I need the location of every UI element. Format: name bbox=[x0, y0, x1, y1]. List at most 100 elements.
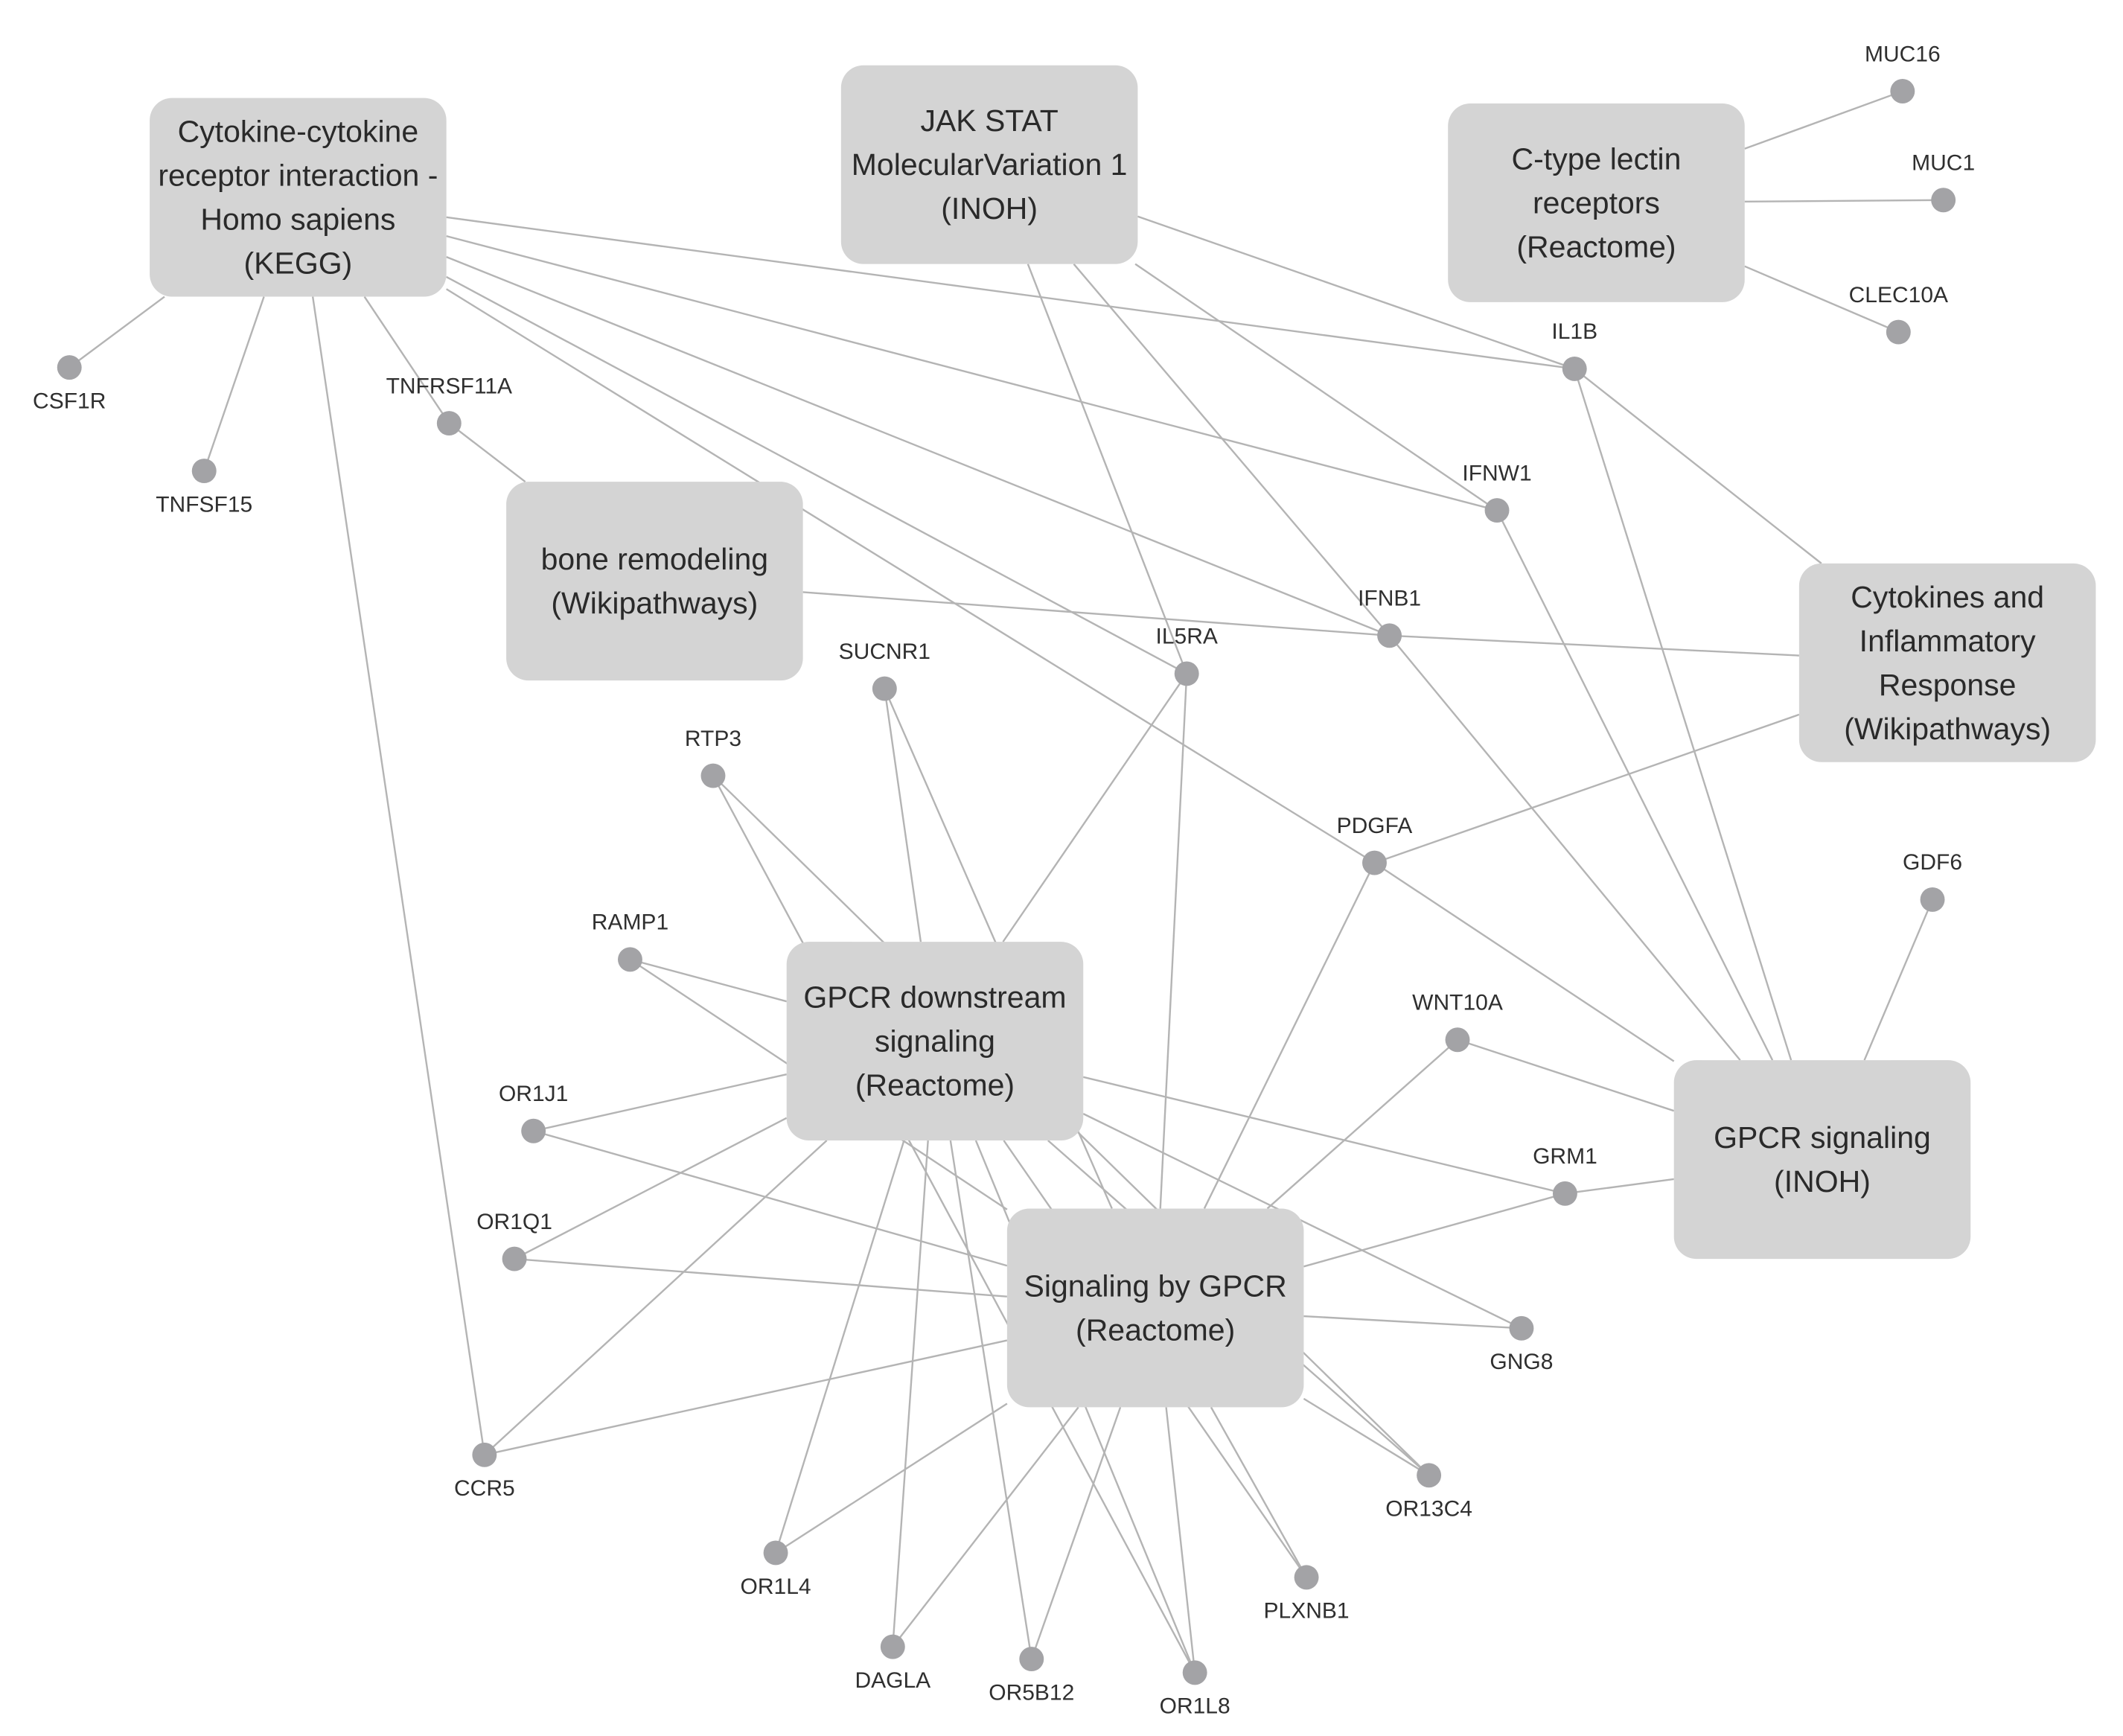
edge-ifnb1-gpcrinoh bbox=[1388, 635, 1741, 1061]
gene-dot bbox=[872, 676, 897, 701]
edge-dagla-gpcrdown bbox=[892, 1140, 929, 1647]
pathway-label-line: GPCR signaling bbox=[1714, 1120, 1931, 1155]
gene-node-il1b[interactable]: IL1B bbox=[1551, 319, 1597, 381]
pathway-label-line: (Wikipathways) bbox=[551, 586, 758, 620]
gene-label: OR1J1 bbox=[499, 1082, 568, 1106]
gene-node-muc1[interactable]: MUC1 bbox=[1912, 151, 1975, 213]
gene-dot bbox=[57, 355, 82, 380]
gene-node-pdgfa[interactable]: PDGFA bbox=[1337, 814, 1413, 875]
gene-node-or5b12[interactable]: OR5B12 bbox=[989, 1647, 1074, 1705]
gene-node-gdf6[interactable]: GDF6 bbox=[1903, 850, 1962, 912]
gene-node-muc16[interactable]: MUC16 bbox=[1865, 42, 1941, 103]
pathway-label-line: Response bbox=[1879, 668, 2017, 702]
edge-kegg-il5ra bbox=[446, 275, 1187, 675]
pathway-label-line: C-type lectin bbox=[1512, 141, 1682, 176]
pathway-box bbox=[1448, 103, 1745, 302]
gene-node-gng8[interactable]: GNG8 bbox=[1490, 1315, 1553, 1374]
pathway-node-sigbygpcr[interactable]: Signaling by GPCR(Reactome) bbox=[1006, 1208, 1304, 1408]
pathway-label-line: Inflammatory bbox=[1859, 624, 2036, 658]
pathway-label-line: bone remodeling bbox=[541, 542, 768, 576]
pathway-label-line: receptors bbox=[1533, 185, 1660, 220]
gene-node-or1l4[interactable]: OR1L4 bbox=[741, 1540, 811, 1599]
edge-kegg-tnfrsf11a bbox=[363, 296, 450, 424]
edge-jak-il5ra bbox=[1027, 264, 1188, 674]
gene-label: GNG8 bbox=[1490, 1350, 1553, 1374]
gene-label: GRM1 bbox=[1533, 1144, 1597, 1169]
edge-il1b-cytoinf bbox=[1574, 368, 1822, 564]
edge-grm1-gpcrdown bbox=[1082, 1076, 1565, 1195]
gene-label: GDF6 bbox=[1903, 850, 1962, 875]
gene-node-rtp3[interactable]: RTP3 bbox=[685, 727, 741, 788]
gene-node-tnfsf15[interactable]: TNFSF15 bbox=[156, 459, 252, 517]
edge-or1l4-sigbygpcr bbox=[775, 1402, 1008, 1554]
gene-node-or1l8[interactable]: OR1L8 bbox=[1160, 1660, 1230, 1719]
gene-node-ccr5[interactable]: CCR5 bbox=[454, 1442, 515, 1501]
gene-label: IFNB1 bbox=[1358, 587, 1421, 611]
edge-tnfrsf11a-bone bbox=[448, 422, 526, 483]
edges-layer bbox=[68, 90, 1944, 1673]
edge-ctype-clec10a bbox=[1744, 265, 1899, 334]
gene-label: OR1L4 bbox=[741, 1574, 811, 1599]
gene-node-or1q1[interactable]: OR1Q1 bbox=[476, 1210, 552, 1271]
gene-node-il5ra[interactable]: IL5RA bbox=[1155, 625, 1218, 686]
pathway-label-line: (Wikipathways) bbox=[1844, 712, 2051, 746]
pathway-box bbox=[1006, 1208, 1304, 1408]
pathway-label-line: signaling bbox=[875, 1024, 995, 1059]
gene-dot bbox=[1886, 319, 1911, 345]
gene-dot bbox=[1920, 887, 1945, 912]
gene-node-tnfrsf11a[interactable]: TNFRSF11A bbox=[386, 374, 512, 436]
gene-node-clec10a[interactable]: CLEC10A bbox=[1849, 283, 1948, 345]
gene-label: RTP3 bbox=[685, 727, 741, 751]
gene-label: WNT10A bbox=[1412, 991, 1503, 1015]
edge-kegg-ifnb1 bbox=[446, 255, 1391, 636]
edge-jak-il1b bbox=[1137, 215, 1575, 370]
pathway-label-line: Cytokine-cytokine bbox=[178, 115, 419, 149]
gene-label: IL5RA bbox=[1155, 625, 1217, 649]
edge-kegg-tnfsf15 bbox=[203, 296, 265, 471]
edge-dagla-sigbygpcr bbox=[892, 1406, 1079, 1647]
edge-ctype-muc1 bbox=[1744, 199, 1944, 203]
edge-grm1-sigbygpcr bbox=[1303, 1193, 1565, 1268]
pathway-node-bone[interactable]: bone remodeling (Wikipathways) bbox=[506, 482, 803, 681]
edge-or1q1-sigbygpcr bbox=[514, 1257, 1007, 1298]
gene-label: PLXNB1 bbox=[1264, 1599, 1350, 1624]
pathway-box bbox=[1673, 1060, 1971, 1260]
edge-ctype-muc16 bbox=[1744, 90, 1903, 150]
gene-label: TNFRSF11A bbox=[386, 374, 512, 398]
gene-node-ifnb1[interactable]: IFNB1 bbox=[1358, 587, 1421, 648]
gene-dot bbox=[436, 411, 462, 436]
pathway-box bbox=[786, 942, 1084, 1141]
edge-or1j1-gpcrdown bbox=[533, 1073, 787, 1132]
edge-ramp1-gpcrdown bbox=[630, 958, 788, 1003]
gene-label: MUC16 bbox=[1865, 42, 1941, 66]
edge-or13c4-sigbygpcr bbox=[1303, 1397, 1430, 1476]
edge-or1q1-gpcrdown bbox=[514, 1117, 788, 1260]
pathway-label-line: (INOH) bbox=[1774, 1164, 1871, 1199]
gene-dot bbox=[1377, 623, 1402, 648]
gene-node-dagla[interactable]: DAGLA bbox=[855, 1634, 930, 1693]
gene-node-ramp1[interactable]: RAMP1 bbox=[592, 910, 668, 972]
gene-node-or1j1[interactable]: OR1J1 bbox=[499, 1082, 568, 1143]
gene-node-sucnr1[interactable]: SUCNR1 bbox=[839, 639, 930, 701]
pathway-node-gpcrinoh[interactable]: GPCR signaling (INOH) bbox=[1673, 1060, 1971, 1260]
gene-node-or13c4[interactable]: OR13C4 bbox=[1385, 1463, 1472, 1522]
pathway-label-line: Cytokines and bbox=[1851, 580, 2044, 614]
gene-node-csf1r[interactable]: CSF1R bbox=[33, 355, 106, 413]
gene-dot bbox=[472, 1442, 497, 1467]
edge-gdf6-gpcrinoh bbox=[1863, 899, 1934, 1061]
gene-node-grm1[interactable]: GRM1 bbox=[1533, 1144, 1597, 1206]
edge-or1l8-sigbygpcr bbox=[1165, 1407, 1196, 1673]
gene-label: OR1Q1 bbox=[476, 1210, 552, 1234]
gene-node-ifnw1[interactable]: IFNW1 bbox=[1462, 461, 1532, 523]
gene-node-wnt10a[interactable]: WNT10A bbox=[1412, 991, 1503, 1053]
gene-dot bbox=[763, 1540, 788, 1566]
gene-dot bbox=[618, 947, 642, 972]
gene-label: SUCNR1 bbox=[839, 639, 930, 664]
gene-node-plxnb1[interactable]: PLXNB1 bbox=[1264, 1565, 1350, 1624]
gene-dot bbox=[191, 459, 217, 484]
